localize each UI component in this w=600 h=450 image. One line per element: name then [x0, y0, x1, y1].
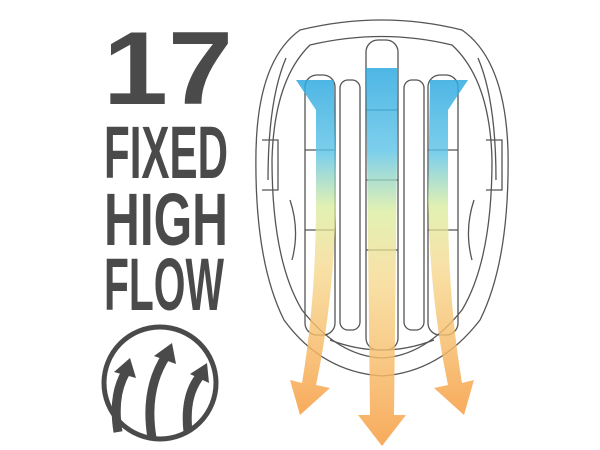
headline-line-high: HIGH [104, 178, 228, 261]
airflow-arrows-icon [101, 324, 219, 442]
airflow-arrows [290, 68, 474, 446]
headline-line-fixed: FIXED [104, 111, 228, 194]
airflow-arrow-right [428, 80, 474, 415]
airflow-arrow-left [290, 80, 336, 415]
airflow-arrow-center [358, 68, 406, 446]
headline-line-flow: FLOW [104, 243, 224, 326]
vent-count: 17 [103, 11, 233, 127]
